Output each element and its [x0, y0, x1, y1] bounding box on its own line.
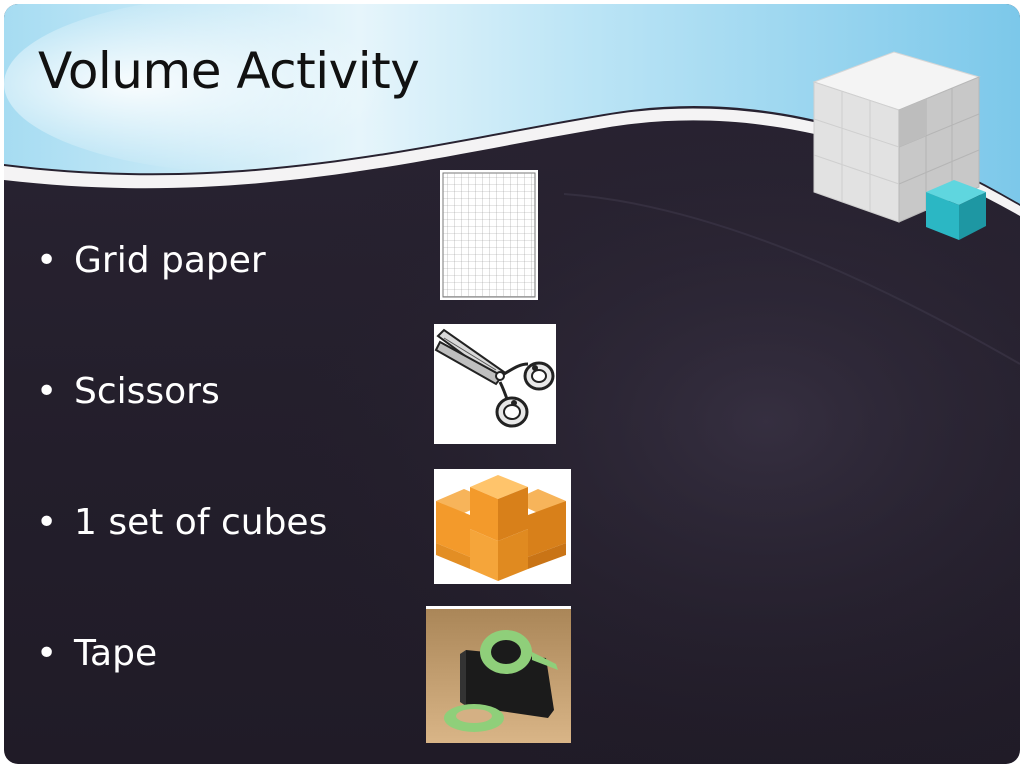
- tape-dispenser-icon: [426, 606, 571, 743]
- list-item-label: 1 set of cubes: [74, 502, 328, 543]
- bullet-marker: •: [36, 240, 58, 281]
- scissors-icon: [434, 328, 555, 428]
- bullet-marker: •: [36, 502, 58, 543]
- list-item: • Tape: [36, 633, 416, 674]
- grid-paper-image: [440, 170, 538, 300]
- slide-title: Volume Activity: [38, 42, 420, 100]
- cubes-image: [434, 469, 571, 584]
- scissors-image: [434, 324, 556, 444]
- list-item: • 1 set of cubes: [36, 502, 416, 543]
- list-item-label: Scissors: [74, 371, 220, 412]
- list-item-label: Tape: [74, 633, 158, 674]
- bullet-marker: •: [36, 633, 58, 674]
- list-item: • Scissors: [36, 371, 416, 412]
- list-item-label: Grid paper: [74, 240, 266, 281]
- cubes-icon: [436, 475, 566, 581]
- list-item: • Grid paper: [36, 240, 416, 281]
- slide: Volume Activity • Grid paper • Scissors • 1…: [4, 4, 1020, 764]
- bullet-marker: •: [36, 371, 58, 412]
- tape-image: [426, 606, 571, 743]
- stacked-cubes-icon: [812, 51, 986, 240]
- grid-paper-icon: [442, 172, 536, 298]
